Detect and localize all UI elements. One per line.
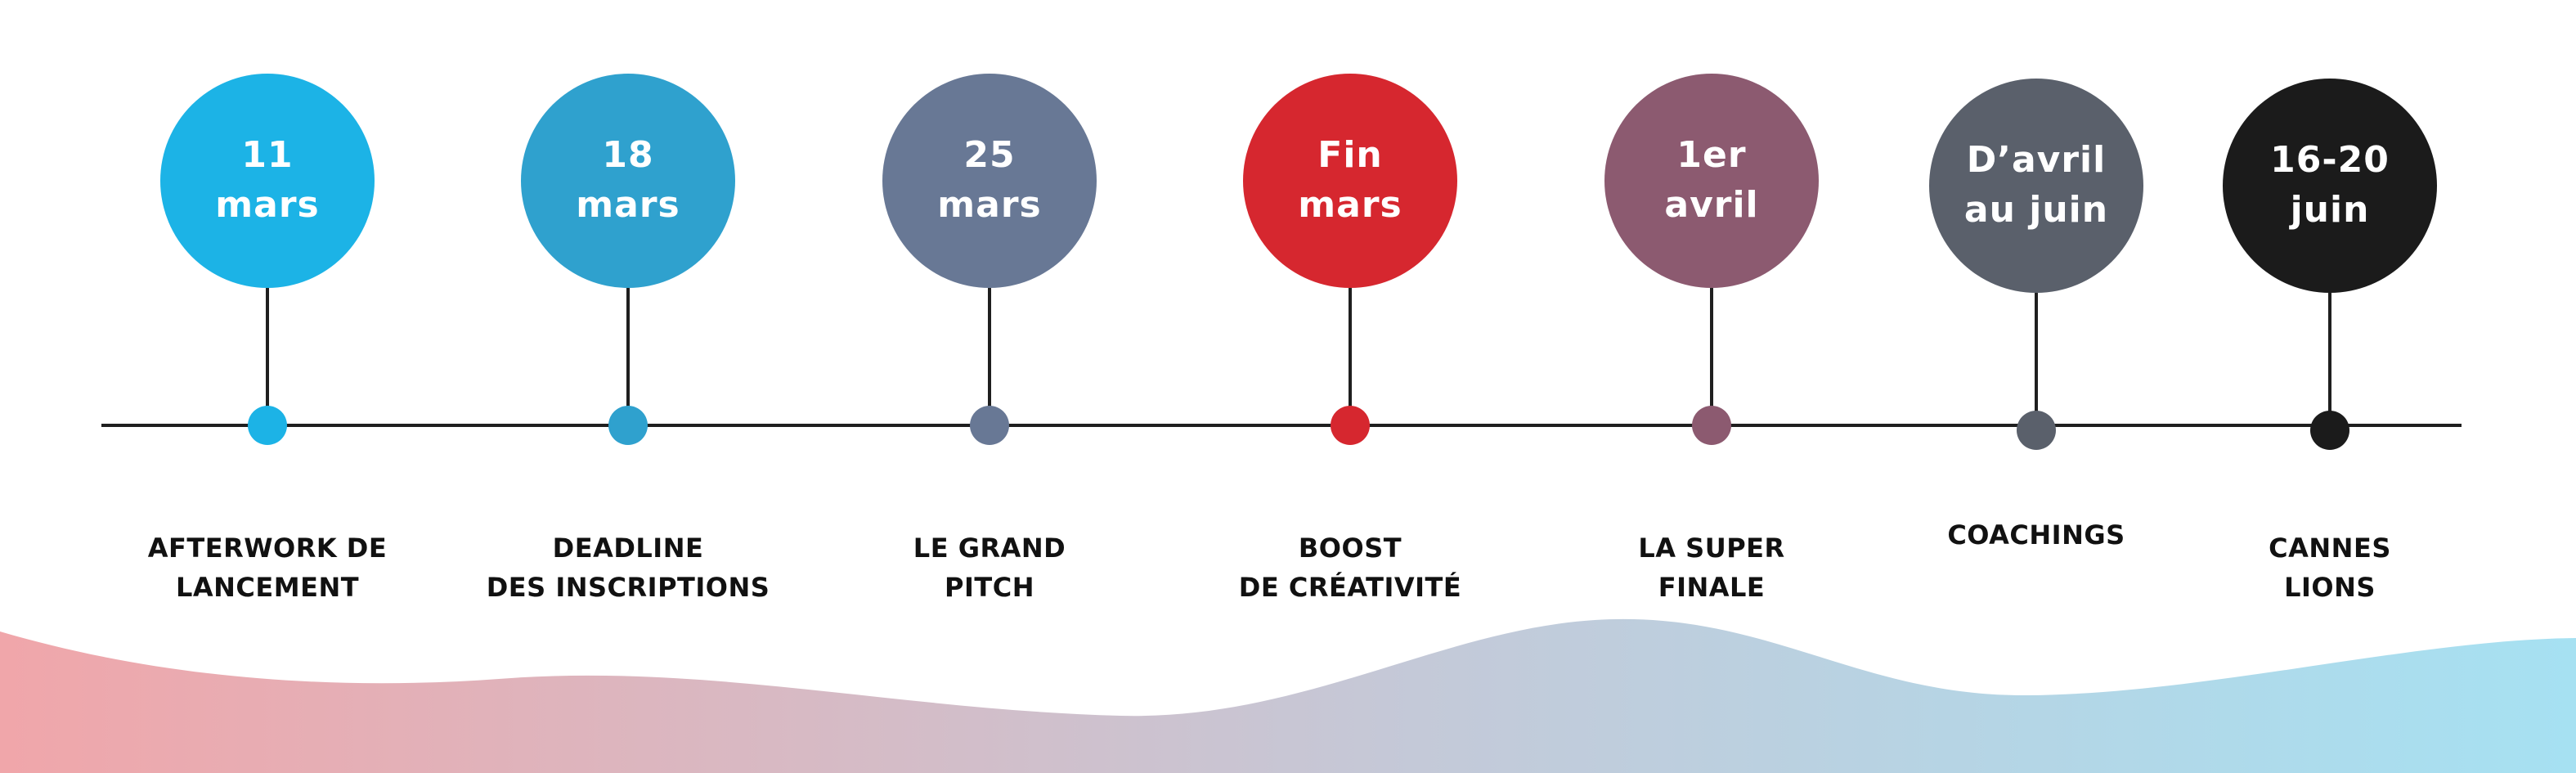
milestone-dot — [1692, 406, 1731, 445]
milestone-dot — [2310, 411, 2349, 450]
milestone-dot — [970, 406, 1009, 445]
milestone-label: LA SUPER FINALE — [1638, 533, 1785, 603]
date-bubble: 1er avril — [1604, 74, 1819, 288]
date-bubble: 11 mars — [160, 74, 375, 288]
milestone-stem — [988, 288, 991, 425]
milestone-label: CANNES LIONS — [2269, 533, 2391, 603]
milestone-stem — [2035, 293, 2038, 425]
date-text: 11 mars — [215, 134, 320, 226]
timeline-axis — [101, 424, 2462, 427]
milestone-dot — [248, 406, 287, 445]
date-bubble: Fin mars — [1243, 74, 1457, 288]
date-text: 18 mars — [576, 134, 680, 226]
milestone-dot — [608, 406, 648, 445]
milestone-label: BOOST DE CRÉATIVITÉ — [1238, 533, 1462, 603]
date-text: 1er avril — [1664, 134, 1759, 226]
milestone-label: AFTERWORK DE LANCEMENT — [147, 533, 388, 603]
date-bubble: 16-20 juin — [2223, 79, 2437, 293]
milestone-label: DEADLINE DES INSCRIPTIONS — [486, 533, 770, 603]
date-text: 16-20 juin — [2270, 139, 2390, 231]
date-bubble: 18 mars — [521, 74, 735, 288]
milestone-label: LE GRAND PITCH — [913, 533, 1066, 603]
date-text: 25 mars — [937, 134, 1042, 226]
milestone-stem — [1710, 288, 1713, 425]
milestone-stem — [1349, 288, 1352, 425]
milestone-dot — [1331, 406, 1370, 445]
milestone-stem — [2328, 293, 2331, 425]
milestone-label: COACHINGS — [1947, 519, 2125, 551]
milestone-stem — [266, 288, 269, 425]
wave-shape — [0, 618, 2576, 773]
date-text: Fin mars — [1298, 134, 1402, 226]
milestone-dot — [2017, 411, 2056, 450]
date-bubble: 25 mars — [882, 74, 1097, 288]
milestone-stem — [626, 288, 630, 425]
date-bubble: D’avril au juin — [1929, 79, 2143, 293]
date-text: D’avril au juin — [1963, 139, 2109, 231]
